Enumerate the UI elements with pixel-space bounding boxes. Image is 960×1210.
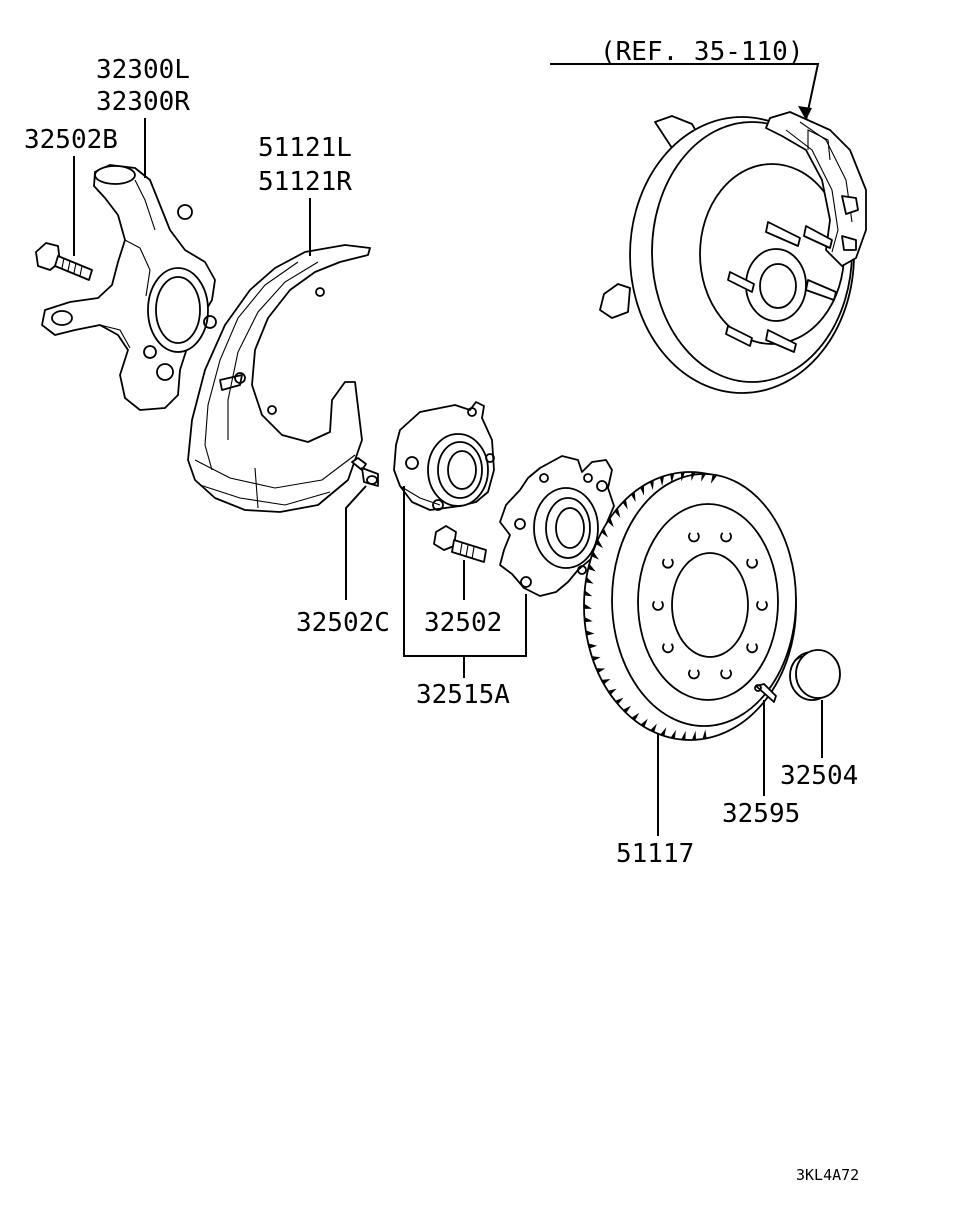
rotor-bolt-hole — [720, 532, 732, 543]
rotor-vent-tooth — [670, 729, 676, 739]
rotor-vent-tooth — [588, 643, 598, 649]
rotor-vent-tooth — [585, 576, 594, 584]
hub-bolt — [433, 525, 487, 563]
label-knuckle-bolt: 32502B — [24, 125, 118, 155]
wheel-hub — [499, 455, 615, 597]
reference-brake-assembly — [599, 111, 867, 394]
label-knuckle-left: 32300L — [96, 55, 190, 85]
rotor-vent-tooth — [622, 499, 628, 510]
rotor-vent-tooth — [622, 705, 631, 713]
rotor-vent-tooth — [640, 485, 644, 496]
leader-lines — [73, 63, 823, 836]
rotor-bolt-hole — [746, 558, 758, 569]
wheel-studs — [725, 221, 837, 353]
label-hub-assy: 32515A — [416, 680, 510, 710]
rotor-vent-tooth — [631, 491, 636, 503]
hub-cap — [789, 649, 841, 701]
rotor-vent-tooth — [601, 679, 611, 685]
rotor-vent-tooth — [591, 551, 599, 560]
rotor-bolt-hole — [652, 601, 664, 611]
rotor-vent-tooth — [691, 472, 696, 481]
rotor-bolt-hole — [720, 669, 732, 680]
steering-knuckle — [41, 164, 217, 411]
label-hub-cap: 32504 — [780, 761, 858, 791]
hub-bearing — [393, 401, 495, 511]
rotor-vent-tooth — [615, 697, 624, 705]
rotor-vent-tooth — [631, 712, 640, 721]
rotor-vent-tooth — [670, 473, 675, 484]
rotor-vent-tooth — [607, 688, 617, 695]
rotor-vent-tooth — [588, 563, 596, 572]
rotor-vent-tooth — [680, 472, 685, 482]
brake-rotor — [583, 471, 797, 741]
rotor-vent-teeth — [584, 472, 717, 740]
knuckle-bolt — [35, 242, 93, 281]
rotor-vent-tooth — [691, 730, 696, 740]
rotor-vent-tooth — [649, 480, 654, 491]
rotor-vent-tooth — [596, 668, 606, 673]
drawing-code: 3KL4A72 — [796, 1166, 859, 1184]
rotor-vent-tooth — [614, 507, 621, 518]
rotor-vent-tooth — [584, 603, 592, 609]
rotor-bolt-hole — [662, 643, 674, 654]
label-knuckle-right: 32300R — [96, 87, 190, 117]
rotor-vent-tooth — [710, 475, 717, 484]
rotor-vent-tooth — [601, 528, 608, 538]
rotor-bolt-hole — [688, 532, 700, 543]
label-hub-bolt: 32502 — [424, 608, 502, 638]
label-rotor-screw: 32595 — [722, 799, 800, 829]
rotor-vent-tooth — [659, 476, 664, 487]
rotor-bolt-holes — [652, 532, 768, 680]
cover-bolt — [351, 457, 379, 487]
rotor-bolt-hole — [746, 643, 758, 654]
rotor-vent-tooth — [660, 727, 667, 736]
rotor-vent-tooth — [681, 730, 686, 740]
label-ref: (REF. 35-110) — [600, 37, 804, 67]
label-dust-cover-right: 51121R — [258, 167, 352, 197]
rotor-vent-tooth — [585, 630, 595, 636]
label-dust-cover-left: 51121L — [258, 133, 352, 163]
rotor-vent-tooth — [584, 617, 593, 623]
rotor-vent-tooth — [650, 723, 657, 733]
rotor-screw — [754, 683, 777, 703]
label-rotor: 51117 — [616, 839, 694, 869]
rotor-vent-tooth — [584, 590, 593, 597]
rotor-bolt-hole — [662, 558, 674, 569]
rotor-vent-tooth — [591, 656, 601, 661]
rotor-vent-tooth — [607, 517, 614, 528]
rotor-bolt-hole — [756, 601, 768, 611]
rotor-bolt-hole — [688, 669, 700, 680]
rotor-vent-tooth — [596, 539, 604, 549]
rotor-vent-tooth — [701, 472, 707, 482]
dust-cover — [187, 244, 371, 513]
label-cover-bolt: 32502C — [296, 608, 390, 638]
rotor-vent-tooth — [702, 729, 707, 740]
rotor-vent-tooth — [640, 718, 648, 727]
